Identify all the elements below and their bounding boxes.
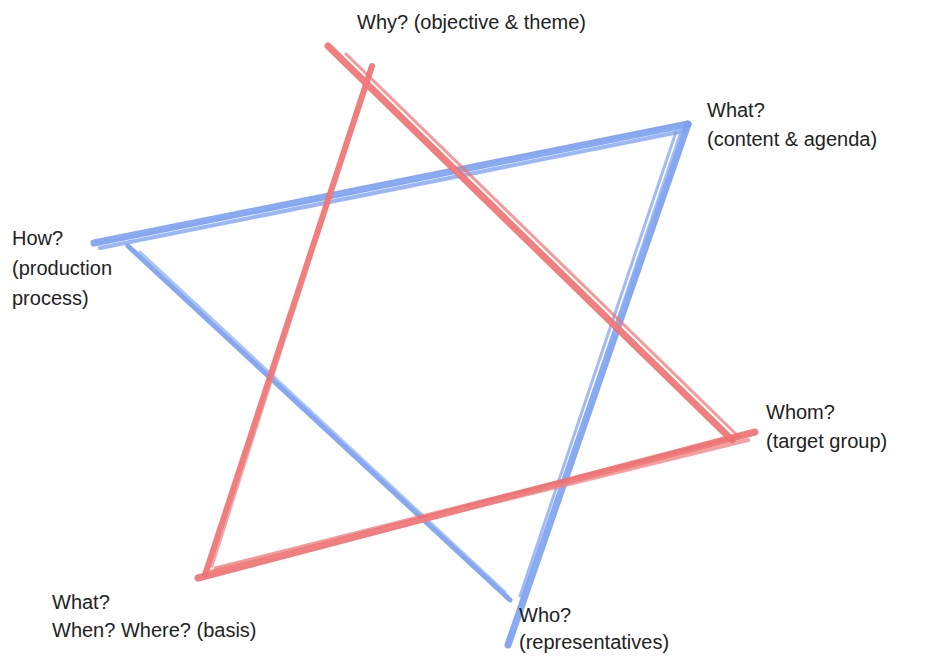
label-line: Why? (objective & theme) xyxy=(357,8,586,37)
label-line: (content & agenda) xyxy=(707,125,877,154)
brush-stroke xyxy=(514,130,682,630)
label-line: Who? xyxy=(519,602,669,629)
label-line: What? xyxy=(707,96,877,125)
brush-stroke xyxy=(210,440,748,572)
point-label: What? (content & agenda) xyxy=(707,96,877,154)
red-triangle xyxy=(198,46,755,578)
brush-stroke xyxy=(346,54,738,436)
label-line: (target group) xyxy=(766,427,887,456)
brush-stroke xyxy=(100,131,684,248)
brush-stroke xyxy=(94,124,688,243)
label-line: Whom? xyxy=(766,398,887,427)
brush-stroke xyxy=(328,46,732,440)
point-label: What? When? Where? (basis) xyxy=(52,588,257,644)
point-label: Why? (objective & theme) xyxy=(357,8,586,37)
brush-stroke xyxy=(338,56,724,432)
blue-triangle xyxy=(94,124,688,645)
label-line: How? xyxy=(12,223,112,253)
label-line: (production xyxy=(12,253,112,283)
point-label: How? (production process) xyxy=(12,223,112,313)
label-line: (representatives) xyxy=(519,629,669,656)
brush-stroke xyxy=(212,78,368,566)
brush-stroke xyxy=(215,436,740,568)
brush-stroke xyxy=(508,124,688,645)
point-label: Whom? (target group) xyxy=(766,398,887,456)
label-line: What? xyxy=(52,588,257,616)
brush-stroke xyxy=(198,432,755,578)
brush-stroke xyxy=(205,66,372,575)
label-line: process) xyxy=(12,283,112,313)
point-label: Who? (representatives) xyxy=(519,602,669,656)
brush-stroke xyxy=(110,128,680,238)
label-line: When? Where? (basis) xyxy=(52,616,257,644)
